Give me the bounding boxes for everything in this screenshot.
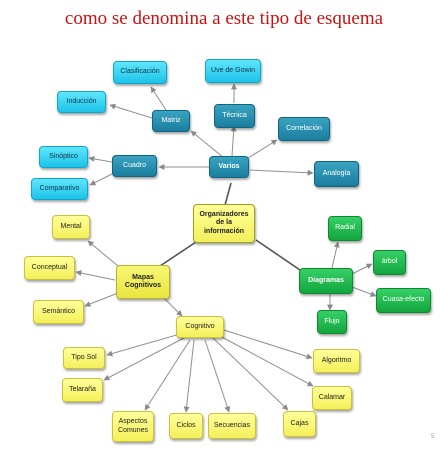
node-calamar: Calamar <box>312 386 352 410</box>
link-cuadro-sinoptico <box>88 155 113 163</box>
link-mapas-conceptual <box>75 270 116 281</box>
link-mapas-semantico <box>84 292 119 307</box>
node-cognitivo: Cognitivo <box>176 316 224 338</box>
node-matriz: Matriz <box>152 110 190 132</box>
link-center-diagramas <box>255 239 301 271</box>
node-ciclos: Ciclos <box>169 413 203 439</box>
link-cog-telarana <box>103 337 185 381</box>
node-telarana: Telaraña <box>62 378 103 402</box>
node-aspectos-comunes: Aspectos Comunes <box>112 411 154 442</box>
node-comparativo: Comparativo <box>31 178 88 200</box>
node-semantico: Semántico <box>33 300 84 324</box>
node-mapas-cognitivos: Mapas Cognitivos <box>116 265 170 299</box>
link-cog-secuencias <box>204 339 231 413</box>
link-cog-aspectos <box>144 339 191 411</box>
link-mapas-cognitivo <box>163 297 183 317</box>
node-arbol: árbol <box>373 250 406 275</box>
node-diagramas: Diagramas <box>299 268 353 294</box>
link-cog-tiposol <box>106 333 181 357</box>
node-organizadores: Organizadores de la información <box>193 204 255 243</box>
node-correlacion: Correlación <box>278 117 330 141</box>
link-mapas-mental <box>87 240 119 267</box>
link-cog-cajas <box>212 337 289 411</box>
link-cog-calamar <box>219 335 314 387</box>
link-diag-radial <box>331 241 340 269</box>
node-varios: Varios <box>209 156 249 178</box>
link-center-mapas <box>159 241 197 267</box>
page-title: como se denomina a este tipo de esquema <box>64 8 384 29</box>
node-cajas: Cajas <box>283 411 316 437</box>
link-varios-matriz <box>190 130 225 159</box>
link-cuadro-comparativo <box>89 173 113 186</box>
link-cog-algoritmo <box>223 329 313 360</box>
node-clasificacion: Clasificación <box>113 61 167 84</box>
node-algoritmo: Algoritmo <box>313 349 360 373</box>
node-uve-de-gowin: Uve de Gowin <box>205 59 261 83</box>
node-cuadro: Cuadro <box>112 155 157 177</box>
node-induccion: Inducción <box>57 91 106 113</box>
link-matriz-clasificacion <box>150 86 167 111</box>
node-conceptual: Conceptual <box>24 256 75 280</box>
node-radial: Radial <box>328 216 362 241</box>
link-diag-causa <box>351 286 377 297</box>
link-matriz-induccion <box>109 103 153 119</box>
page-number: 5 <box>431 434 435 440</box>
link-cog-ciclos <box>183 339 195 413</box>
node-causa-efecto: Cuasa-efecto <box>376 288 431 313</box>
node-tipo-sol: Tipo Sol <box>63 347 105 369</box>
node-mental: Mental <box>52 215 90 239</box>
link-varios-correlacion <box>244 139 278 161</box>
link-diag-arbol <box>351 263 373 275</box>
link-center-varios <box>224 182 232 206</box>
node-sinoptico: Sinóptico <box>39 146 88 168</box>
node-tecnica: Técnica <box>214 104 255 128</box>
node-flujo: Flujo <box>317 310 347 334</box>
node-secuencias: Secuencias <box>208 413 256 439</box>
link-varios-analogia <box>249 169 314 176</box>
node-analogia: Analogía <box>314 161 359 187</box>
link-varios-tecnica <box>230 125 237 157</box>
